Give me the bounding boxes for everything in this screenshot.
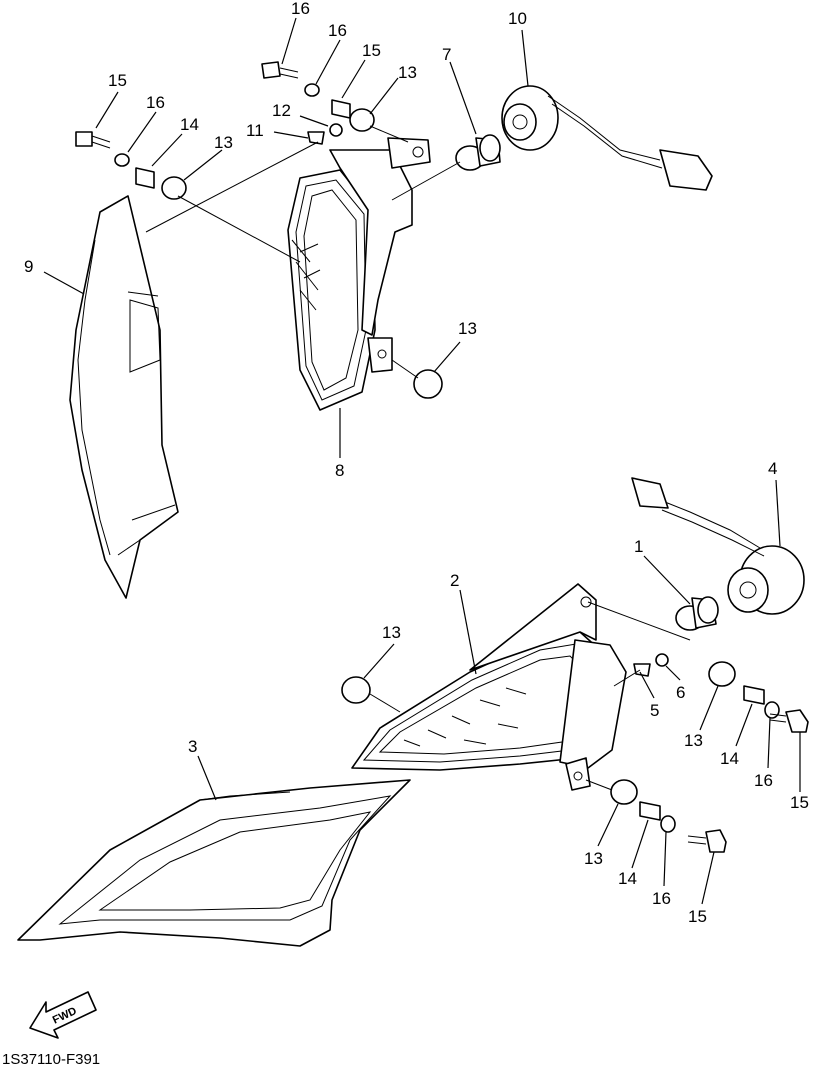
- callout-11: 11: [246, 121, 264, 140]
- part-7-bulb: [455, 134, 501, 171]
- callout-2: 2: [450, 571, 459, 590]
- callout-8: 8: [335, 461, 344, 480]
- part-2-lens-housing: [351, 583, 627, 791]
- lower-fasteners: [341, 601, 809, 853]
- callout-6: 6: [676, 683, 685, 702]
- upper-fasteners: [75, 61, 461, 399]
- diagram-code: 1S37110-F391: [2, 1051, 100, 1068]
- callout-13-bottom: 13: [584, 849, 603, 868]
- callout-16-bottom: 16: [652, 889, 671, 908]
- part-8-lens-housing: [287, 137, 431, 411]
- callout-leaders: [43, 17, 801, 905]
- callout-12: 12: [272, 101, 291, 120]
- callout-15-bottom: 15: [688, 907, 707, 926]
- callout-13-upper-right: 13: [458, 319, 477, 338]
- callout-14-upper-left: 14: [180, 115, 199, 134]
- part-9-cover: [69, 195, 179, 599]
- callout-4: 4: [768, 459, 777, 478]
- callout-13-lower-left: 13: [382, 623, 401, 642]
- part-3-cover: [17, 779, 411, 947]
- callout-15-upper-left: 15: [108, 71, 127, 90]
- part-10-socket: [501, 85, 713, 191]
- callout-16-upper-left: 16: [146, 93, 165, 112]
- part-1-bulb: [675, 596, 719, 631]
- callout-15: 16: [291, 0, 310, 18]
- callout-15-lower-right: 15: [790, 793, 809, 812]
- callout-10: 10: [508, 9, 527, 28]
- callout-9: 9: [24, 257, 33, 276]
- callout-14-lower-right: 14: [720, 749, 739, 768]
- callout-14: 15: [362, 41, 381, 60]
- callout-13: 13: [398, 63, 417, 82]
- part-4-socket: [631, 477, 805, 615]
- fwd-arrow: FWD: [29, 991, 97, 1039]
- callout-16-lower-right: 16: [754, 771, 773, 790]
- callout-16: 16: [328, 21, 347, 40]
- callout-7: 7: [442, 45, 451, 64]
- callout-14-bottom: 14: [618, 869, 637, 888]
- callout-5: 5: [650, 701, 659, 720]
- callout-3: 3: [188, 737, 197, 756]
- callout-labels: 16 16 15 13 12 11 7 10 15 16 14 13 9 8 1…: [24, 0, 809, 926]
- callout-13-upper-left: 13: [214, 133, 233, 152]
- callout-1: 1: [634, 537, 643, 556]
- callout-13-lower-right: 13: [684, 731, 703, 750]
